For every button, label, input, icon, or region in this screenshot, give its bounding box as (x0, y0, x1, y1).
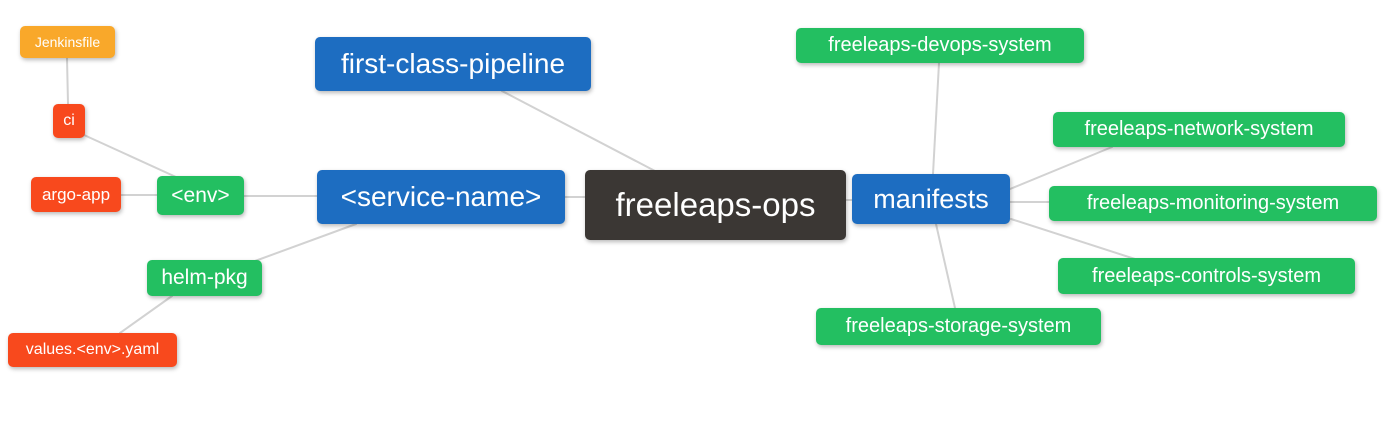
node-service-name[interactable]: <service-name> (317, 170, 565, 224)
node-first-class-pipeline[interactable]: first-class-pipeline (315, 37, 591, 91)
node-freeleaps-controls-system[interactable]: freeleaps-controls-system (1058, 258, 1355, 294)
node-ci[interactable]: ci (53, 104, 85, 138)
node-helm-pkg[interactable]: helm-pkg (147, 260, 262, 296)
node-manifests[interactable]: manifests (852, 174, 1010, 224)
edge-values-yaml-helm-pkg (119, 295, 173, 334)
edge-manifests-network (1009, 146, 1113, 190)
node-freeleaps-storage-system[interactable]: freeleaps-storage-system (816, 308, 1101, 345)
edge-helm-pkg-service-name (254, 223, 357, 262)
edge-ci-env (83, 134, 177, 178)
node-freeleaps-ops-root[interactable]: freeleaps-ops (585, 170, 846, 240)
edge-manifests-storage (935, 223, 956, 309)
edge-manifests-devops (932, 62, 940, 175)
node-freeleaps-devops-system[interactable]: freeleaps-devops-system (796, 28, 1084, 63)
node-jenkinsfile[interactable]: Jenkinsfile (20, 26, 115, 58)
node-argo-app[interactable]: argo-app (31, 177, 121, 212)
edge-manifests-controls (1010, 218, 1136, 260)
edge-pipeline-root (501, 90, 656, 172)
edge-jenkinsfile-ci (66, 57, 69, 105)
node-freeleaps-network-system[interactable]: freeleaps-network-system (1053, 112, 1345, 147)
node-env[interactable]: <env> (157, 176, 244, 215)
node-values-env-yaml[interactable]: values.<env>.yaml (8, 333, 177, 367)
node-freeleaps-monitoring-system[interactable]: freeleaps-monitoring-system (1049, 186, 1377, 221)
